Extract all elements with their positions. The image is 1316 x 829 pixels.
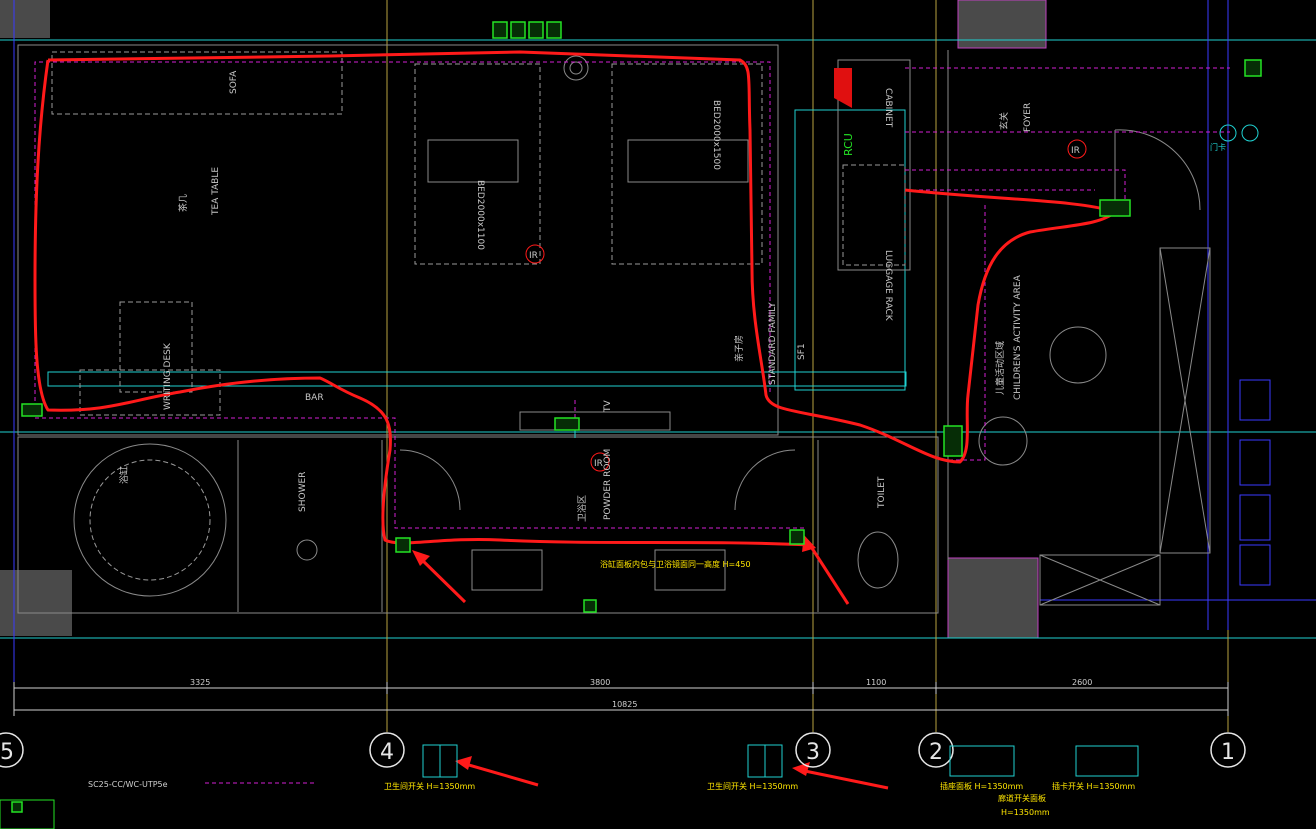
label-bar: BAR [305, 393, 324, 403]
dim-3: 1100 [866, 678, 886, 687]
label-powder-room: POWDER ROOM [603, 449, 613, 520]
cable-runs [34, 61, 1230, 784]
axis-bubbles: 5 4 3 2 1 [0, 732, 1246, 768]
ir-sensor-icon [1067, 139, 1087, 159]
label-childrens: CHILDREN'S ACTIVITY AREA [1013, 274, 1023, 400]
device-panel-1 [492, 21, 508, 39]
device-bath-switch-left [395, 537, 411, 553]
label-tea-table-cn: 茶几 [177, 194, 189, 212]
label-shower: SHOWER [298, 472, 308, 512]
label-foyer: FOYER [1023, 103, 1033, 132]
device-children [943, 425, 963, 457]
label-childrens-cn: 儿童活动区域 [994, 341, 1006, 395]
column-top-right [958, 0, 1046, 48]
ir-sensor-icon [590, 452, 610, 472]
dim-2: 3800 [590, 678, 610, 687]
axis-2: 2 [929, 740, 943, 765]
label-sf1: SF1 [797, 343, 807, 360]
grid-lines [0, 0, 1316, 732]
column-bottom-right [948, 558, 1038, 638]
switch-note-r1: 插座面板 H=1350mm [940, 781, 1023, 791]
switch-note-mid: 卫生间开关 H=1350mm [707, 781, 798, 791]
dimension-lines: 3325 3800 1100 2600 10825 [13, 678, 1229, 716]
room-labels: SOFA 茶几 TEA TABLE BED2000x1100 BED2000x1… [118, 70, 1226, 522]
device-bath-panel [583, 599, 597, 613]
device-panel-3 [528, 21, 544, 39]
label-writing-desk: WRITING DESK [163, 342, 173, 410]
devices [0, 21, 1262, 829]
furniture [51, 51, 1201, 597]
label-tea-table: TEA TABLE [211, 167, 221, 216]
device-entry [1244, 59, 1262, 77]
device-bath-switch-right [789, 529, 805, 545]
device-tv [554, 417, 580, 431]
label-cabinet: CABINET [883, 88, 893, 128]
ir-label-1: IR [529, 251, 538, 261]
dim-total: 10825 [612, 700, 637, 709]
label-toilet: TOILET [877, 476, 887, 509]
switch-note-bottom: 廊道开关面板 [998, 793, 1046, 803]
axis-3: 3 [806, 740, 820, 765]
label-foyer-cn: 玄关 [998, 112, 1010, 130]
walls [17, 44, 1271, 614]
annotation-arrows [412, 535, 889, 790]
ir-sensors: IR IR IR [525, 139, 1087, 472]
label-bathtub-cn: 浴缸 [118, 466, 130, 484]
label-bed-left: BED2000x1100 [475, 180, 485, 250]
device-panel-2 [510, 21, 526, 39]
ir-label-3: IR [1071, 146, 1080, 156]
label-door-cn: 门卡 [1210, 142, 1226, 152]
dim-4: 2600 [1072, 678, 1092, 687]
yellow-note: 浴缸面板内包与卫浴镜面同一高度 H=450 [600, 559, 751, 569]
switch-note-r2: 插卡开关 H=1350mm [1052, 781, 1135, 791]
highlight-loop [33, 50, 1117, 547]
column-top-left [0, 0, 50, 38]
column-outline [957, 0, 1047, 49]
device-foyer [1099, 199, 1131, 217]
switch-panels: 卫生间开关 H=1350mm 卫生间开关 H=1350mm 插座面板 H=135… [384, 744, 1139, 817]
device-window [21, 403, 43, 417]
device-legend-box [0, 799, 55, 829]
dim-1: 3325 [190, 678, 210, 687]
axis-1: 1 [1221, 740, 1235, 765]
ir-label-2: IR [594, 459, 603, 469]
label-family-cn: 亲子房 [733, 335, 745, 362]
rcu-marker [834, 68, 852, 108]
label-sofa: SOFA [229, 70, 239, 94]
label-rcu: RCU [842, 133, 855, 156]
cable-spec: SC25-CC/WC-UTP5e [88, 780, 168, 789]
label-bed-right: BED2000x1500 [711, 100, 721, 170]
device-legend [11, 801, 23, 813]
column-bottom-left [0, 570, 72, 636]
ir-sensor-icon [525, 244, 545, 264]
label-powder-cn: 卫浴区 [577, 495, 588, 522]
label-tv: TV [603, 400, 613, 413]
switch-note-left: 卫生间开关 H=1350mm [384, 781, 475, 791]
device-panel-4 [546, 21, 562, 39]
entry-card [1219, 124, 1237, 142]
label-luggage-rack: LUGGAGE RACK [883, 250, 893, 322]
axis-5: 5 [0, 740, 14, 765]
switch-note-bottom-2: H=1350mm [1001, 808, 1050, 817]
axis-4: 4 [380, 740, 394, 765]
label-standard-family: STANDARD FAMILY [768, 302, 778, 385]
